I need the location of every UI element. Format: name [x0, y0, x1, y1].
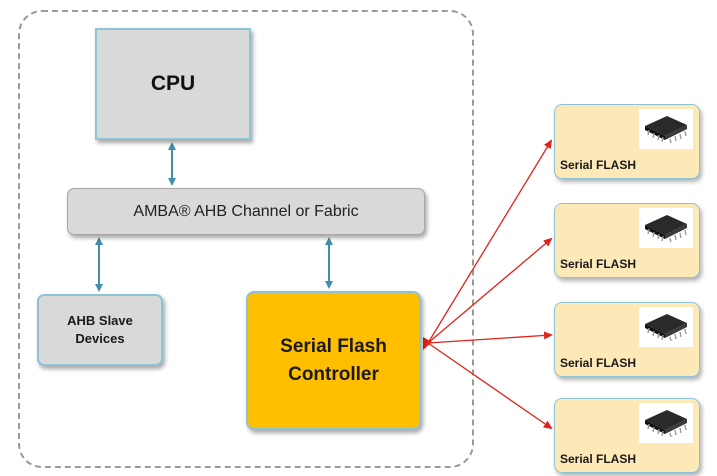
chip-icon	[639, 307, 693, 347]
chip-icon	[639, 109, 693, 149]
ahb-slave-label: AHB Slave Devices	[67, 313, 133, 346]
controller-label: Serial Flash Controller	[280, 335, 387, 385]
serial-flash-1: Serial FLASH	[554, 104, 700, 179]
serial-flash-controller: Serial Flash Controller	[246, 291, 421, 430]
serial-flash-3: Serial FLASH	[554, 302, 700, 377]
serial-flash-4: Serial FLASH	[554, 398, 700, 473]
chip-icon	[639, 403, 693, 443]
ahb-slave-devices: AHB Slave Devices	[37, 294, 163, 366]
ahb-bus: AMBA® AHB Channel or Fabric	[67, 188, 425, 235]
serial-flash-label: Serial FLASH	[560, 158, 637, 172]
cpu-block: CPU	[95, 28, 251, 140]
serial-flash-label: Serial FLASH	[560, 452, 637, 466]
ahb-bus-label: AMBA® AHB Channel or Fabric	[133, 202, 359, 220]
serial-flash-2: Serial FLASH	[554, 203, 700, 278]
serial-flash-label: Serial FLASH	[560, 257, 637, 271]
chip-icon	[639, 208, 693, 248]
serial-flash-label: Serial FLASH	[560, 356, 637, 370]
cpu-label: CPU	[150, 72, 196, 95]
